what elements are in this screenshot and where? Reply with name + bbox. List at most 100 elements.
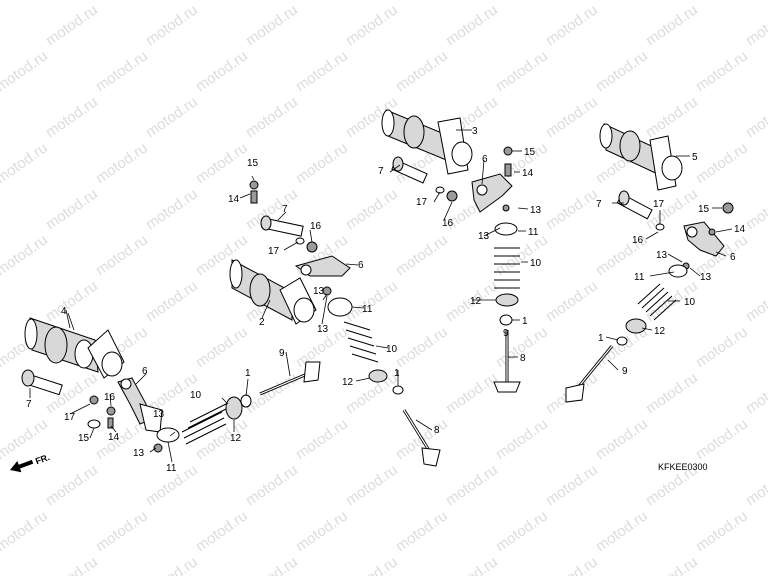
watermark-text: motod.ru	[43, 461, 101, 509]
label-8: 8	[520, 353, 526, 364]
watermark-text: motod.ru	[393, 231, 451, 279]
small-parts-left	[87, 395, 180, 453]
rocker-arm-shaft-left	[21, 369, 63, 396]
label-6: 6	[482, 154, 488, 165]
watermark-text: motod.ru	[643, 93, 701, 141]
camshaft-left	[24, 312, 125, 379]
watermark-text: motod.ru	[443, 369, 501, 417]
watermark-text: motod.ru	[193, 47, 251, 95]
watermark-text: motod.ru	[443, 461, 501, 509]
watermark-text: motod.ru	[343, 553, 401, 576]
label-8: 8	[434, 425, 440, 436]
watermark-text: motod.ru	[243, 369, 301, 417]
label-7: 7	[378, 166, 384, 177]
leader-lines	[29, 129, 733, 463]
watermark-text: motod.ru	[693, 415, 751, 463]
watermark-text: motod.ru	[393, 507, 451, 555]
watermark-text: motod.ru	[393, 47, 451, 95]
watermark-text: motod.ru	[343, 185, 401, 233]
watermark-text: motod.ru	[693, 139, 751, 187]
watermark-text: motod.ru	[543, 553, 601, 576]
label-6: 6	[358, 260, 364, 271]
watermark-text: motod.ru	[243, 1, 301, 49]
rocker-shaft-center	[260, 215, 304, 237]
watermark-text: motod.ru	[693, 0, 751, 3]
watermark-text: motod.ru	[393, 0, 451, 3]
watermark-text: motod.ru	[143, 553, 201, 576]
watermark-text: motod.ru	[0, 0, 51, 3]
watermark-text: motod.ru	[43, 185, 101, 233]
watermark-text: motod.ru	[93, 47, 151, 95]
watermark-text: motod.ru	[443, 1, 501, 49]
watermark-text: motod.ru	[0, 139, 51, 187]
label-1: 1	[394, 368, 400, 379]
label-13: 13	[153, 409, 165, 420]
label-14: 14	[228, 194, 240, 205]
label-3: 3	[472, 126, 478, 137]
watermark-text: motod.ru	[593, 507, 651, 555]
watermark-text: motod.ru	[493, 47, 551, 95]
watermark-text: motod.ru	[693, 507, 751, 555]
label-11: 11	[528, 227, 539, 238]
watermark-text: motod.ru	[443, 553, 501, 576]
label-17: 17	[653, 199, 665, 210]
watermark-text: motod.ru	[0, 93, 1, 141]
label-16: 16	[104, 392, 116, 403]
watermark-text: motod.ru	[743, 185, 768, 233]
watermark-text: motod.ru	[243, 93, 301, 141]
valve-spring-left	[181, 394, 252, 445]
label-6: 6	[730, 252, 736, 263]
label-17: 17	[416, 197, 428, 208]
front-direction-indicator: FR.	[10, 452, 51, 473]
watermark-text: motod.ru	[43, 369, 101, 417]
label-10: 10	[386, 344, 398, 355]
watermark-text: motod.ru	[0, 1, 1, 49]
watermark-text: motod.ru	[643, 1, 701, 49]
label-5: 5	[692, 152, 698, 163]
watermark-text: motod.ru	[543, 185, 601, 233]
watermark-text: motod.ru	[593, 47, 651, 95]
label-14: 14	[734, 224, 746, 235]
watermark-text: motod.ru	[0, 277, 1, 325]
camshaft-top-center	[381, 109, 473, 175]
label-10: 10	[190, 390, 202, 401]
label-12: 12	[654, 326, 666, 337]
watermark-text: motod.ru	[343, 277, 401, 325]
label-9: 9	[279, 348, 285, 359]
watermark-text: motod.ru	[743, 93, 768, 141]
rocker-arm-center	[294, 255, 351, 277]
watermark-text: motod.ru	[343, 461, 401, 509]
watermark-text: motod.ru	[543, 93, 601, 141]
watermark-text: motod.ru	[743, 461, 768, 509]
valve-spring-center	[343, 321, 404, 395]
watermark-text: motod.ru	[93, 507, 151, 555]
watermark-text: motod.ru	[0, 461, 1, 509]
watermark-text: motod.ru	[593, 0, 651, 3]
watermark-text: motod.ru	[293, 47, 351, 95]
watermark-text: motod.ru	[493, 415, 551, 463]
small-parts-center	[249, 180, 353, 317]
watermark-text: motod.ru	[193, 0, 251, 3]
small-parts-top-center	[435, 146, 518, 236]
label-9: 9	[622, 366, 628, 377]
watermark-text: motod.ru	[43, 93, 101, 141]
valve-spring-top-center	[494, 247, 520, 326]
label-4: 4	[61, 306, 67, 317]
valve-center	[402, 409, 441, 467]
label-13: 13	[313, 286, 325, 297]
watermark-text: motod.ru	[0, 231, 51, 279]
label-13: 13	[656, 250, 668, 261]
watermark-text: motod.ru	[643, 369, 701, 417]
label-15: 15	[524, 147, 536, 158]
label-16: 16	[632, 235, 644, 246]
drawing-code: KFKEE0300	[658, 462, 708, 472]
watermark-text: motod.ru	[293, 139, 351, 187]
label-13: 13	[317, 324, 329, 335]
watermark-text: motod.ru	[543, 1, 601, 49]
watermark-text: motod.ru	[243, 461, 301, 509]
watermark-text: motod.ru	[143, 1, 201, 49]
watermark-text: motod.ru	[43, 553, 101, 576]
label-14: 14	[108, 432, 120, 443]
label-13: 13	[700, 272, 712, 283]
